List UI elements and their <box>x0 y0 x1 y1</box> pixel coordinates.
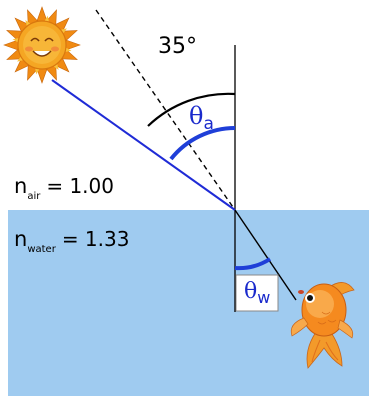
goldfish-icon <box>290 282 355 369</box>
n-air-label: nair= 1.00 <box>14 174 114 202</box>
dashed-extension-line <box>95 9 236 211</box>
n-water-label: nwater= 1.33 <box>14 227 129 255</box>
theta-water-box <box>235 274 279 312</box>
refracted-ray <box>234 209 297 301</box>
theta-air-label: θa <box>189 102 214 134</box>
angle-35-arc <box>147 92 236 127</box>
angle-35-label: 35° <box>158 34 197 59</box>
sun-icon <box>3 6 81 84</box>
theta-water-arc <box>234 257 272 271</box>
incident-ray <box>51 79 236 211</box>
theta-water-label: θw <box>244 279 270 307</box>
theta-air-arc <box>169 126 236 161</box>
